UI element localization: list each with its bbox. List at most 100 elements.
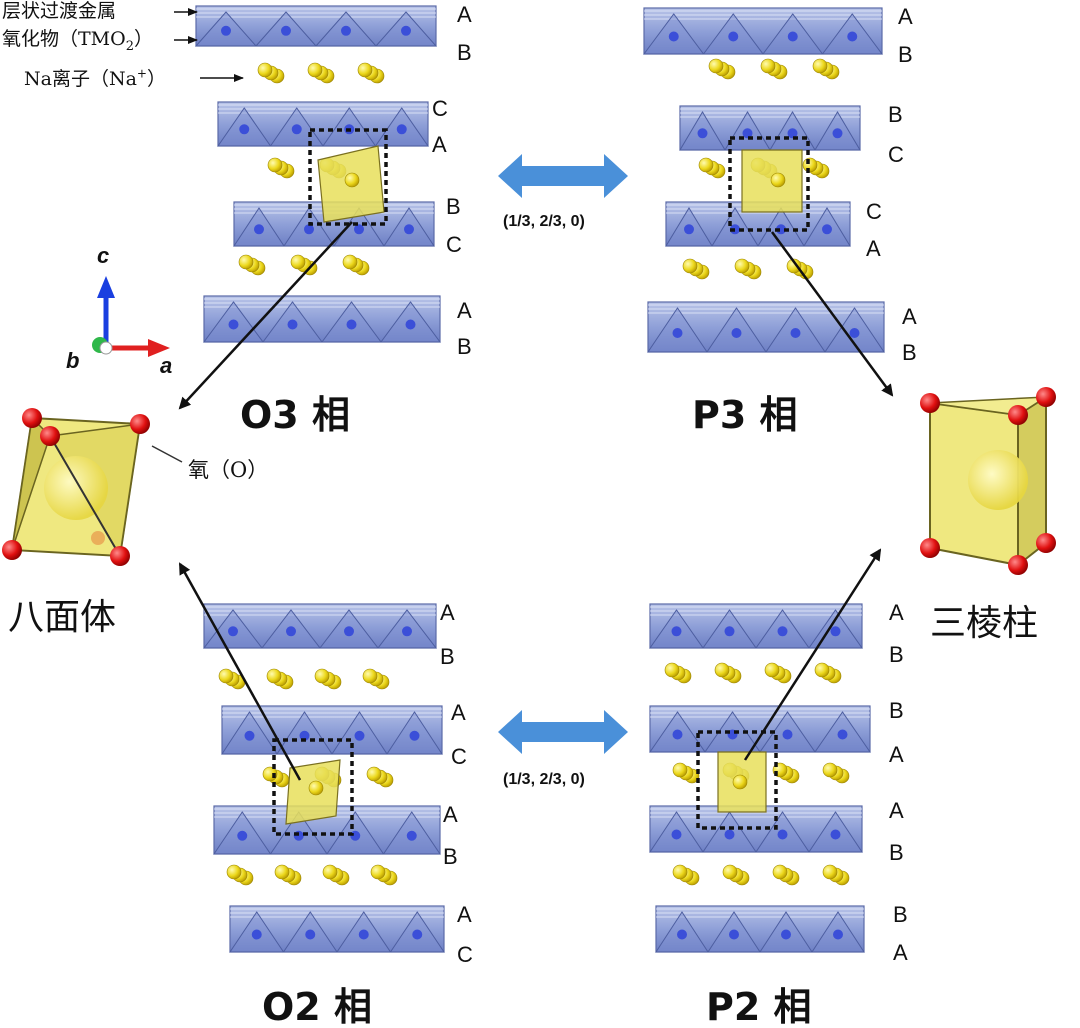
tm-atom (412, 929, 423, 940)
tm-atom (781, 929, 791, 940)
na-ion (362, 668, 390, 690)
tmo2-slab (203, 295, 441, 343)
pointer-arrows (174, 8, 894, 781)
tmo2-slab (229, 905, 445, 953)
na-ion (672, 762, 700, 784)
na-ion-label: Na离子（Na+） (24, 64, 166, 91)
na-ion (262, 766, 290, 788)
tmo2-slab (221, 705, 443, 755)
na-ion (322, 864, 350, 886)
o2-phase-title: O2 相 (262, 985, 372, 1028)
o3-stacking-letter: A (457, 298, 472, 323)
oxygen-atom (920, 538, 940, 558)
na-ion (812, 58, 840, 80)
p2-stacking-letter: A (889, 798, 904, 823)
p3-stacking-letter: A (898, 4, 913, 29)
oxygen-atom (1036, 533, 1056, 553)
tm-atom (354, 730, 365, 741)
o3-stacking-letter: A (457, 2, 472, 27)
tm-atom (832, 128, 843, 139)
na-ion (370, 864, 398, 886)
tm-atom (777, 626, 788, 637)
tm-atom (677, 929, 687, 940)
na-ion (822, 762, 850, 784)
na-ion-text: Na离子（Na (24, 68, 137, 90)
o2-stacking-letter: B (443, 844, 458, 869)
na-ion (732, 774, 748, 790)
p3-phase-title: P3 相 (692, 393, 798, 437)
p2-stacking-letter: B (889, 840, 904, 865)
na-ion (266, 668, 294, 690)
na-ion (238, 254, 266, 276)
na-ion (257, 62, 285, 84)
oxygen-atom (2, 540, 22, 560)
tm-atom (724, 829, 735, 840)
tm-atom (354, 224, 364, 235)
tmo2-slab (202, 603, 438, 649)
p3-stacking-letter: B (902, 340, 917, 365)
tm-atom (341, 25, 351, 36)
tmo2-label-line1: 层状过渡金属 (2, 0, 117, 22)
o2-stacking-letter: A (443, 802, 458, 827)
oxygen-atom (1008, 555, 1028, 575)
tmo2-slab (213, 805, 441, 855)
unit-cell-polyhedra (272, 128, 810, 836)
unit-cell-outline (696, 730, 778, 830)
na-ion-superscript: + (136, 66, 147, 81)
axes-gizmo (92, 276, 170, 357)
na-ion (226, 864, 254, 886)
tmo2-slab (655, 905, 865, 953)
tmo2-slab (679, 105, 861, 151)
na-ion-close: ） (146, 68, 166, 90)
na-ion (308, 780, 324, 796)
tm-atom (671, 829, 682, 840)
tm-atom (671, 626, 682, 637)
p3-stacking-letter: B (888, 102, 903, 127)
tm-atom (849, 328, 860, 338)
tm-atom (396, 124, 407, 135)
tmo2-slab (647, 301, 885, 353)
p2-stacking-letter: B (893, 902, 908, 927)
tm-atom (237, 830, 248, 841)
na-ion (760, 58, 788, 80)
p2-stacking-letter: A (889, 600, 904, 625)
top-transition-vector: (1/3, 2/3, 0) (503, 213, 585, 230)
tm-atom (409, 730, 420, 741)
tmo2-label-text: 氧化物（TMO (2, 28, 126, 50)
o3-stacking-letter: C (432, 96, 448, 121)
tm-atom (822, 224, 832, 235)
tmo2-slab (194, 5, 438, 47)
tm-atom (728, 31, 739, 42)
unit-cell-outline (728, 136, 810, 232)
na-ion (314, 668, 342, 690)
tm-atom (405, 319, 416, 330)
na-ion (682, 258, 710, 280)
tm-atom (402, 626, 412, 637)
p3-stacking-letter: B (898, 42, 913, 67)
oxygen-label: 氧（O） (188, 458, 269, 482)
na-ion (814, 662, 842, 684)
c-axis-label: c (97, 243, 110, 268)
o2-stacking-letter: C (457, 942, 473, 967)
o3-phase-title: O3 相 (240, 393, 350, 437)
p3-stacking-letter: C (888, 142, 904, 167)
na-ion (722, 864, 750, 886)
na-ion (772, 864, 800, 886)
oxygen-atom (1036, 387, 1056, 407)
tmo2-slab (217, 101, 429, 147)
tm-atom (847, 31, 858, 42)
tmo2-slab (649, 705, 871, 753)
oxygen-atom (40, 426, 60, 446)
tm-atom (228, 626, 238, 637)
bottom-transition-vector: (1/3, 2/3, 0) (503, 771, 585, 788)
tm-atom (406, 830, 417, 841)
tm-atom (346, 319, 357, 330)
b-axis-label: b (66, 348, 80, 373)
oxygen-atom (110, 546, 130, 566)
tm-atom (305, 929, 316, 940)
tm-atom (742, 128, 753, 139)
tm-atom (777, 829, 788, 840)
na-ion (708, 58, 736, 80)
tm-atom (787, 31, 798, 42)
